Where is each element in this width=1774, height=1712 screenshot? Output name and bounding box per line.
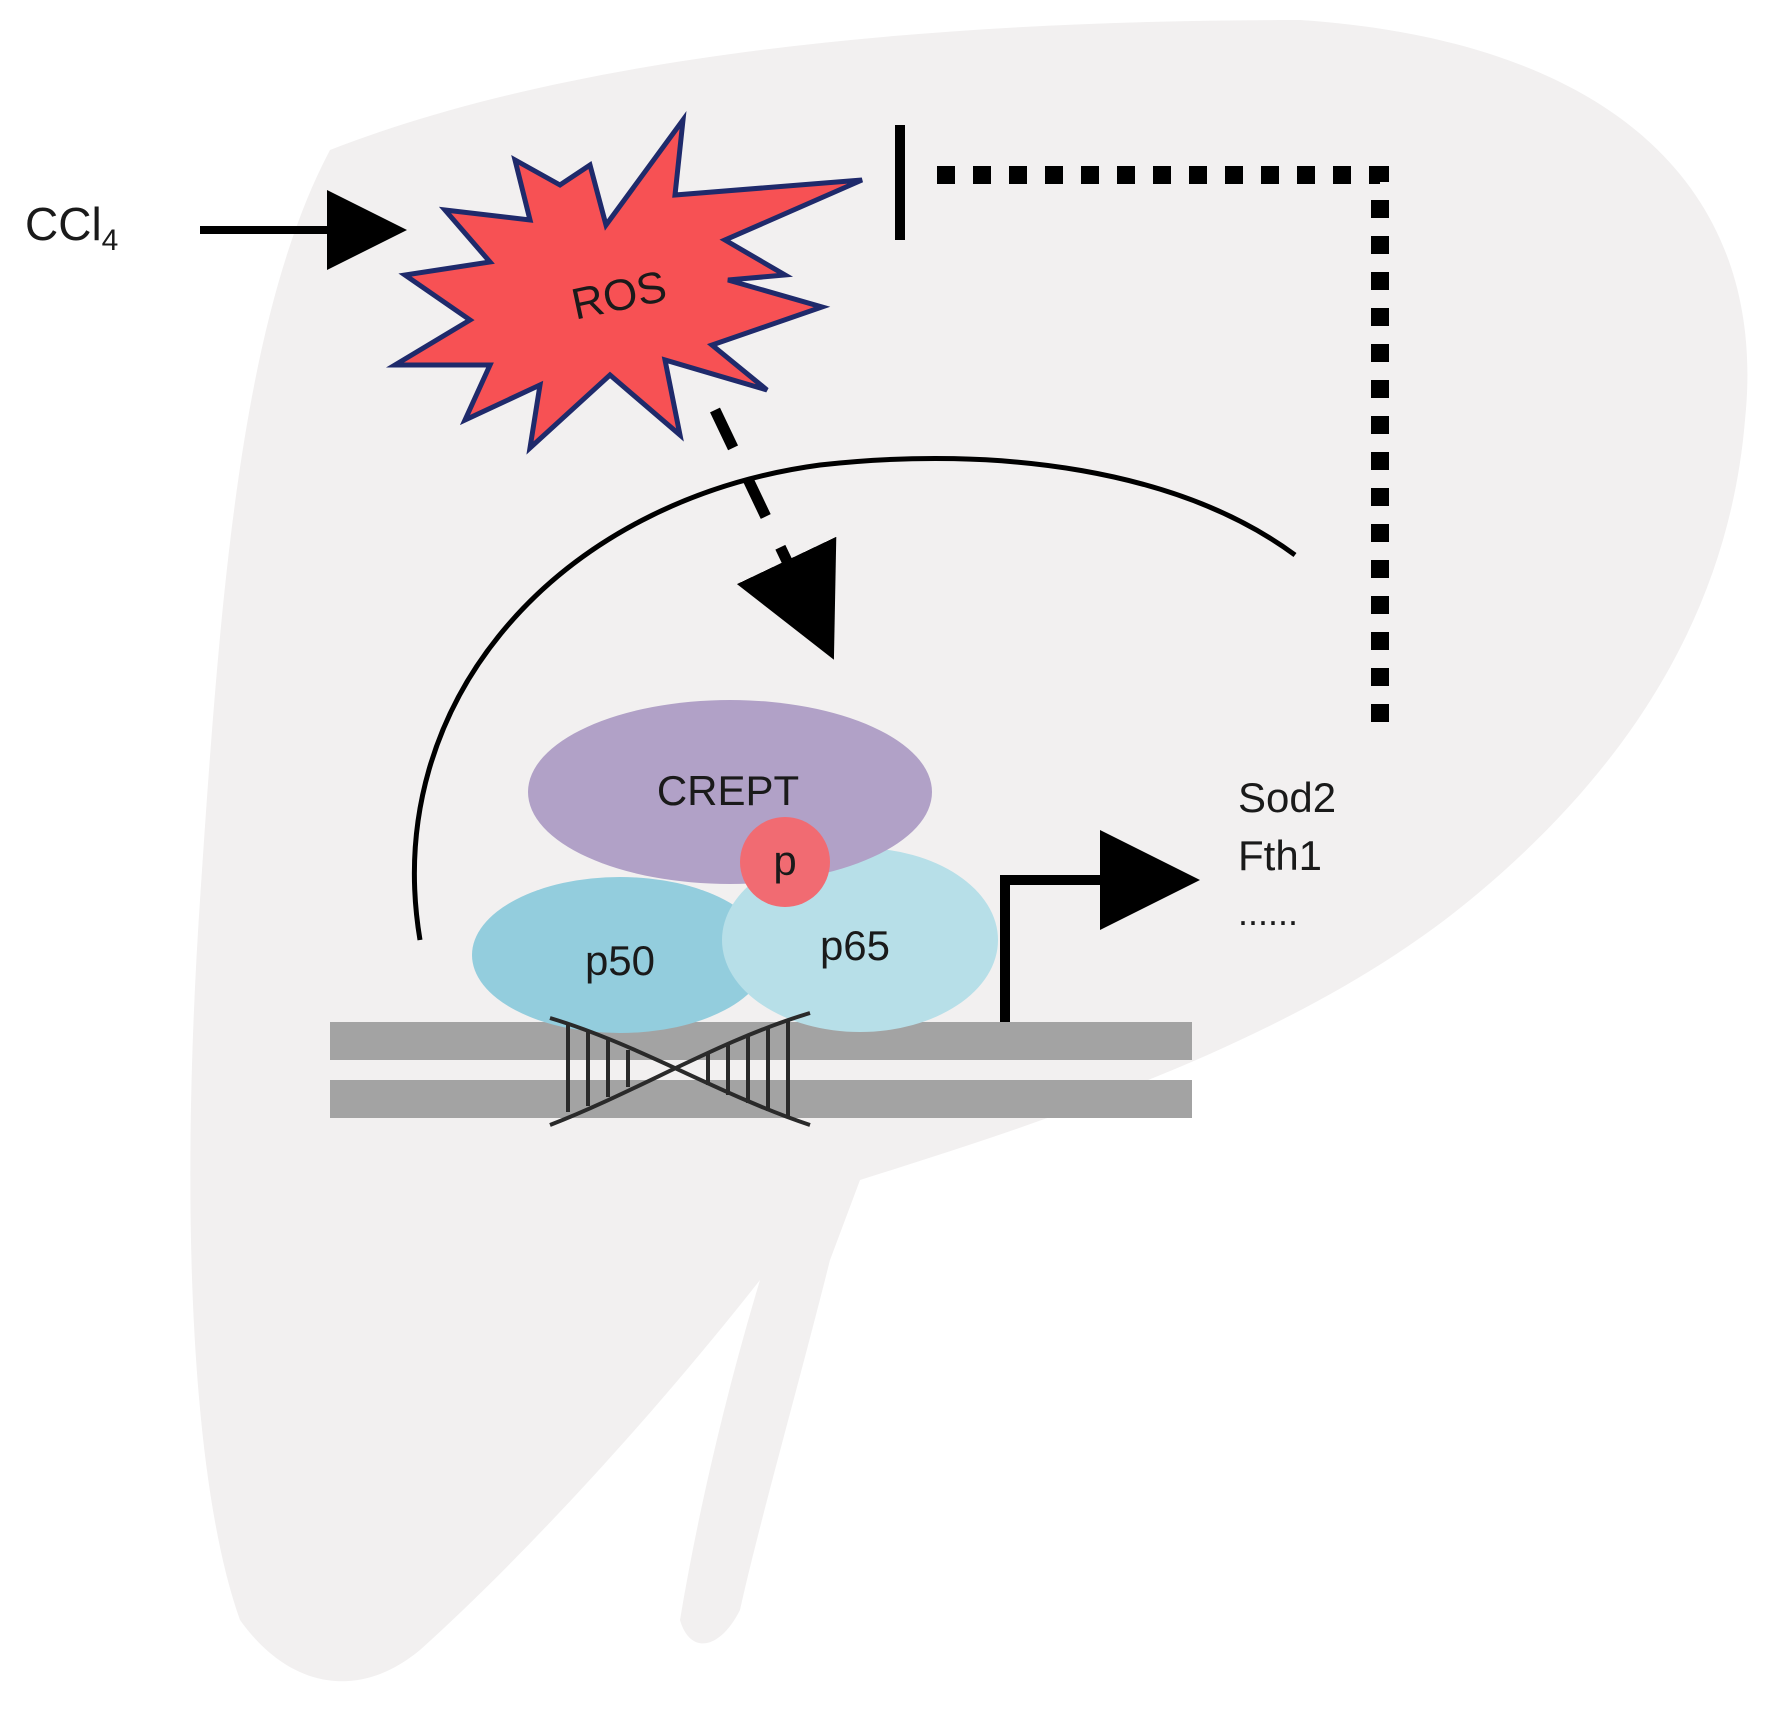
crept-label: CREPT — [657, 767, 799, 814]
gene-fth1: Fth1 — [1238, 832, 1322, 879]
phospho-label: p — [773, 837, 796, 884]
dna-helix-icon — [549, 1011, 811, 1127]
phospho-circle — [740, 817, 830, 907]
p50-label: p50 — [585, 937, 655, 984]
liver-silhouette — [190, 20, 1748, 1682]
gene-sod2: Sod2 — [1238, 774, 1336, 821]
inhibition-dotted-line — [920, 166, 1389, 722]
p50-protein — [472, 877, 768, 1033]
ros-to-complex-dashed-arrow — [710, 407, 837, 660]
dna-strand-top — [330, 1022, 1192, 1060]
p65-label: p65 — [820, 922, 890, 969]
transcription-arrow — [1000, 830, 1200, 1022]
ros-starburst — [385, 111, 864, 455]
gene-ellipsis: ...... — [1238, 892, 1298, 933]
crept-protein — [528, 700, 932, 884]
ccl4-label: CCl4 — [25, 198, 118, 257]
dna-strand-bottom — [330, 1080, 1192, 1118]
nucleus-arc — [412, 455, 1297, 941]
